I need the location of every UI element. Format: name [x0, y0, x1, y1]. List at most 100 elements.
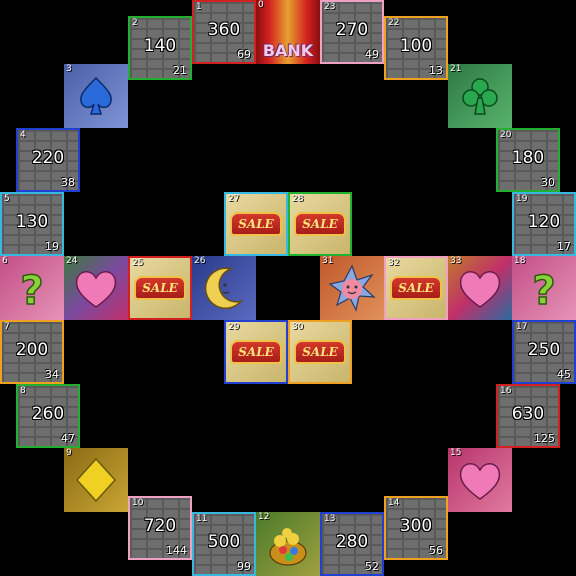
shop-rent: 144	[166, 544, 187, 557]
shop-price: 130	[15, 212, 49, 232]
heart-icon	[448, 256, 512, 320]
shop-rent: 21	[173, 64, 187, 77]
square-number: 28	[292, 194, 304, 204]
square-number: 18	[514, 256, 526, 266]
square-number: 8	[20, 386, 26, 396]
suit-square-diamond[interactable]: 9	[64, 448, 128, 512]
shop-rent: 17	[557, 240, 571, 253]
shop-square-4[interactable]: 4 220 38	[16, 128, 80, 192]
sale-sign: SALE	[294, 212, 346, 236]
shop-square-17[interactable]: 17 250 45	[512, 320, 576, 384]
shop-price: 250	[527, 340, 561, 360]
chance-square-6[interactable]: 6 ?	[0, 256, 64, 320]
star-square[interactable]: 31	[320, 256, 384, 320]
shop-square-13[interactable]: 13 280 52	[320, 512, 384, 576]
shop-price: 280	[335, 532, 369, 552]
vacant-lot-27[interactable]: 27 SALE	[224, 192, 288, 256]
shop-square-22[interactable]: 22 100 13	[384, 16, 448, 80]
vacant-lot-32[interactable]: 32 SALE	[384, 256, 448, 320]
shop-price: 100	[399, 36, 433, 56]
shop-rent: 13	[429, 64, 443, 77]
square-number: 15	[450, 448, 462, 458]
shop-price: 300	[399, 516, 433, 536]
shop-price: 140	[143, 36, 177, 56]
moon-square[interactable]: 26	[192, 256, 256, 320]
diamond-icon	[64, 448, 128, 512]
bank-square[interactable]: 0 BANK	[256, 0, 320, 64]
square-number: 29	[228, 322, 240, 332]
shop-rent: 45	[557, 368, 571, 381]
svg-text:?: ?	[20, 268, 43, 312]
square-number: 1	[196, 2, 202, 12]
sale-sign: SALE	[230, 340, 282, 364]
square-number: 13	[324, 514, 336, 524]
square-number: 6	[2, 256, 8, 266]
shop-rent: 30	[541, 176, 555, 189]
square-number: 23	[324, 2, 336, 12]
heart-icon	[448, 448, 512, 512]
square-number: 19	[516, 194, 528, 204]
shop-rent: 19	[45, 240, 59, 253]
shop-rent: 69	[237, 48, 251, 61]
suit-square-heart-15[interactable]: 15	[448, 448, 512, 512]
square-number: 25	[132, 258, 144, 268]
suit-square-heart-33[interactable]: 33	[448, 256, 512, 320]
heart-icon	[64, 256, 128, 320]
vacant-lot-28[interactable]: 28 SALE	[288, 192, 352, 256]
shop-price: 220	[31, 148, 65, 168]
svg-text:?: ?	[532, 268, 555, 312]
shop-rent: 125	[534, 432, 555, 445]
shop-square-10[interactable]: 10 720 144	[128, 496, 192, 560]
sale-sign: SALE	[230, 212, 282, 236]
shop-square-23[interactable]: 23 270 49	[320, 0, 384, 64]
shop-square-19[interactable]: 19 120 17	[512, 192, 576, 256]
bank-label: BANK	[262, 41, 314, 60]
square-number: 21	[450, 64, 462, 74]
shop-square-16[interactable]: 16 630 125	[496, 384, 560, 448]
shop-square-5[interactable]: 5 130 19	[0, 192, 64, 256]
suit-square-heart-24[interactable]: 24	[64, 256, 128, 320]
square-number: 16	[500, 386, 512, 396]
vacant-lot-25[interactable]: 25 SALE	[128, 256, 192, 320]
shop-price: 180	[511, 148, 545, 168]
shop-rent: 49	[365, 48, 379, 61]
spade-icon	[64, 64, 128, 128]
shop-rent: 34	[45, 368, 59, 381]
square-number: 0	[258, 0, 264, 10]
shop-square-8[interactable]: 8 260 47	[16, 384, 80, 448]
shop-rent: 38	[61, 176, 75, 189]
shop-square-20[interactable]: 20 180 30	[496, 128, 560, 192]
vacant-lot-29[interactable]: 29 SALE	[224, 320, 288, 384]
square-number: 9	[66, 448, 72, 458]
suit-square-spade[interactable]: 3	[64, 64, 128, 128]
shop-price: 270	[335, 20, 369, 40]
sale-sign: SALE	[134, 276, 186, 300]
square-number: 4	[20, 130, 26, 140]
square-number: 3	[66, 64, 72, 74]
square-number: 24	[66, 256, 78, 266]
moon-icon	[192, 256, 256, 320]
shop-square-1[interactable]: 1 360 69	[192, 0, 256, 64]
vacant-lot-30[interactable]: 30 SALE	[288, 320, 352, 384]
square-number: 32	[388, 258, 400, 268]
square-number: 7	[4, 322, 10, 332]
shop-square-14[interactable]: 14 300 56	[384, 496, 448, 560]
square-number: 31	[322, 256, 334, 266]
shop-price: 360	[207, 20, 241, 40]
square-number: 10	[132, 498, 144, 508]
shop-square-11[interactable]: 11 500 99	[192, 512, 256, 576]
shop-price: 120	[527, 212, 561, 232]
square-number: 27	[228, 194, 240, 204]
money-bag-square[interactable]: 12	[256, 512, 320, 576]
shop-square-2[interactable]: 2 140 21	[128, 16, 192, 80]
shop-rent: 56	[429, 544, 443, 557]
suit-square-club[interactable]: 21	[448, 64, 512, 128]
shop-square-7[interactable]: 7 200 34	[0, 320, 64, 384]
square-number: 26	[194, 256, 206, 266]
chance-square-18[interactable]: 18 ?	[512, 256, 576, 320]
square-number: 11	[196, 514, 208, 524]
square-number: 22	[388, 18, 400, 28]
square-number: 5	[4, 194, 10, 204]
shop-price: 630	[511, 404, 545, 424]
